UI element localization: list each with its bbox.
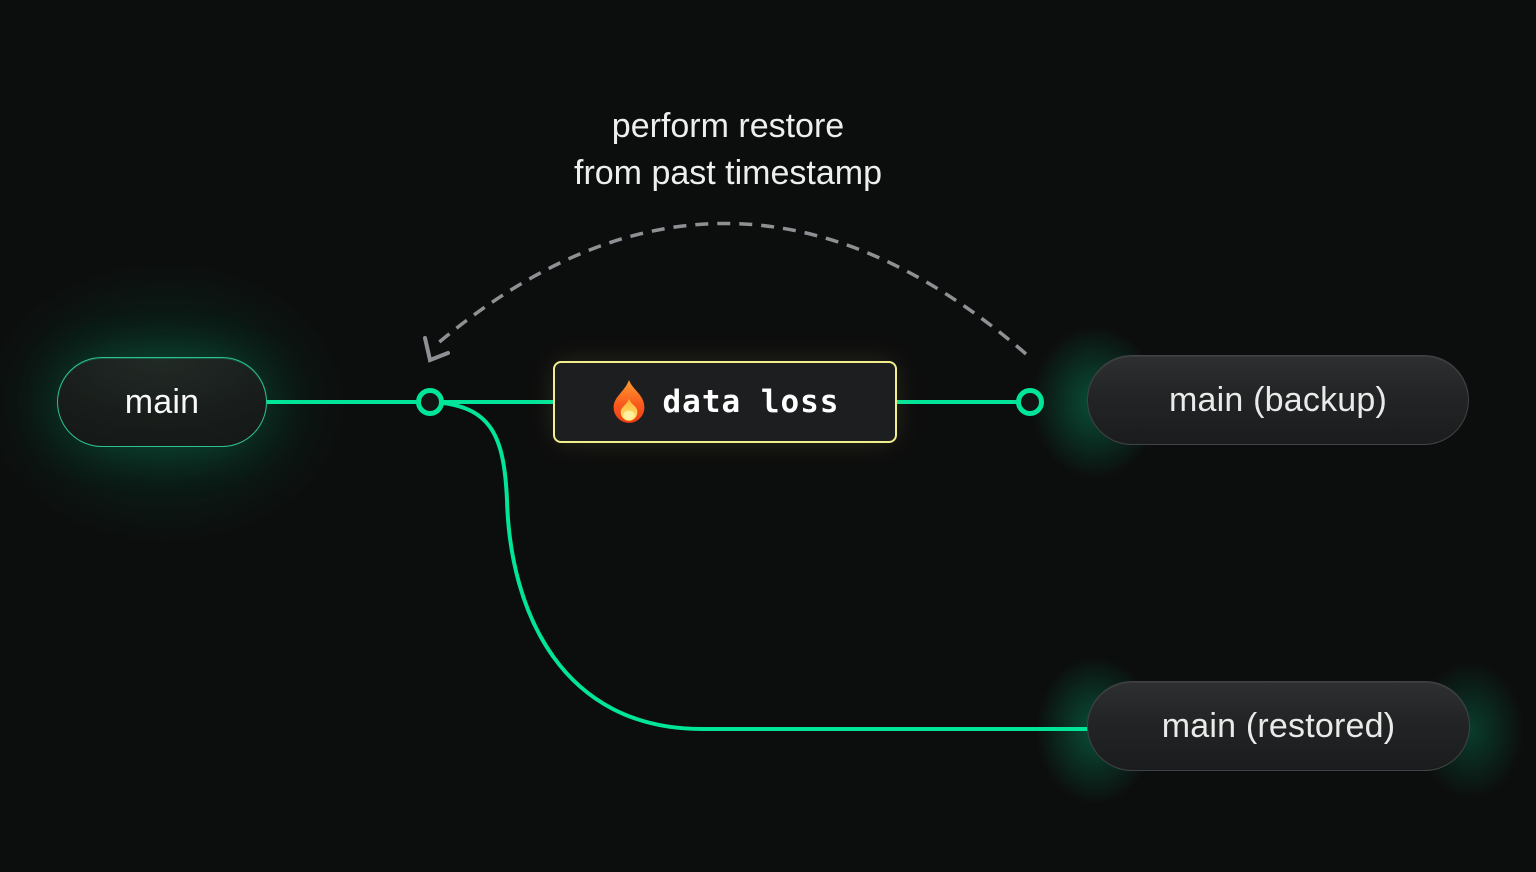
commit-point-backup-head [1016, 388, 1044, 416]
data-loss-label: data loss [662, 384, 840, 420]
branch-node-main-backup: main (backup) [1087, 355, 1469, 445]
branch-node-main-restored-label: main (restored) [1161, 706, 1396, 745]
restore-annotation-line2: from past timestamp [574, 154, 882, 192]
branch-node-main: main [57, 357, 267, 447]
commit-point-restore-timestamp [416, 388, 444, 416]
restore-annotation: perform restore from past timestamp [428, 103, 1028, 197]
restore-arc-dashed-line [435, 221, 1028, 356]
fire-emoji-icon [613, 380, 644, 423]
restore-annotation-line1: perform restore [611, 107, 845, 145]
restore-arc-arrowhead-icon [423, 336, 450, 363]
restore-branch-line [430, 400, 1090, 731]
branch-node-main-restored: main (restored) [1087, 681, 1470, 771]
data-loss-event-box: data loss [553, 361, 897, 443]
branch-node-main-backup-label: main (backup) [1168, 380, 1388, 419]
branch-node-main-label: main [124, 382, 200, 421]
